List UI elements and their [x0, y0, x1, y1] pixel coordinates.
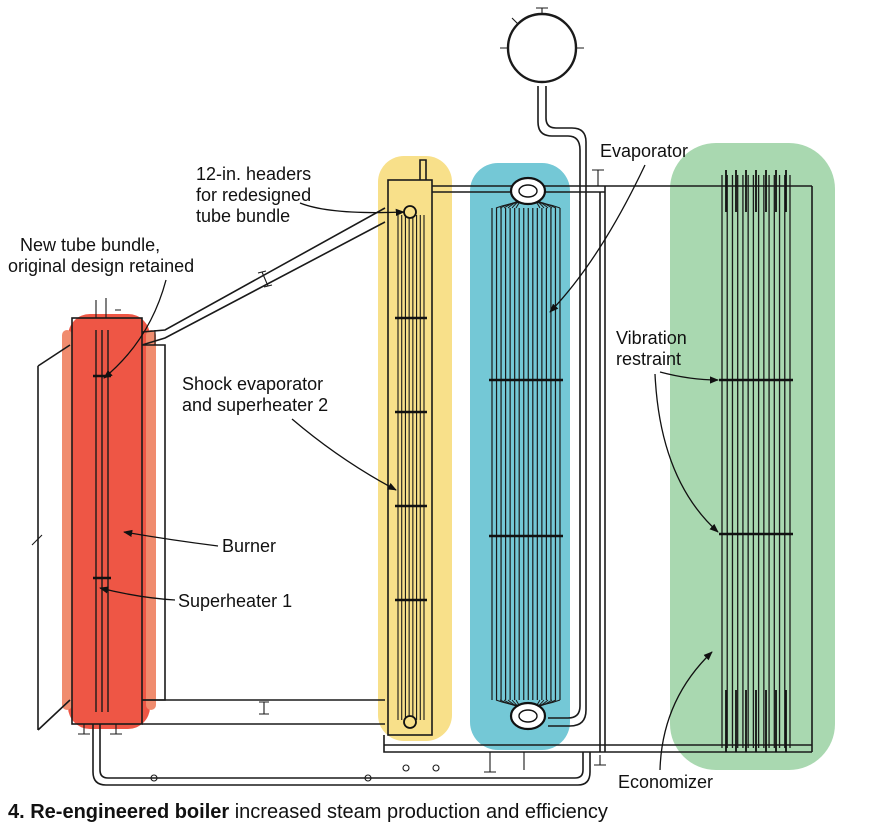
arrow-economizer	[659, 651, 713, 771]
sh1-top-nozzles	[95, 298, 121, 318]
label-economizer-text: Economizer	[618, 772, 713, 792]
top-duct-upper	[141, 207, 386, 333]
bottom-duct	[142, 699, 385, 725]
label-new-bundle-line1: New tube bundle,	[20, 235, 160, 255]
duct-support-1	[257, 270, 273, 288]
shock-tubes	[395, 215, 427, 720]
shock-zone	[378, 156, 452, 741]
label-shock-line1: Shock evaporator	[182, 374, 323, 394]
floor-supports	[484, 752, 606, 773]
arrow-evaporator	[549, 164, 646, 313]
label-vibration-line1: Vibration	[616, 328, 687, 348]
superheater1-zone-edge-left	[62, 330, 72, 710]
evap-top-header-inner	[518, 184, 538, 198]
arrow-shock	[291, 418, 397, 491]
steam-drum-fittings	[500, 7, 584, 49]
figure-caption: 4. Re-engineered boiler increased steam …	[8, 801, 608, 823]
label-vibration-line2: restraint	[616, 349, 681, 369]
shock-bottom-header	[403, 715, 417, 729]
superheater1-tubes	[93, 330, 111, 712]
arrow-vibration-1	[659, 371, 719, 384]
label-new-bundle: New tube bundle, original design retaine…	[8, 235, 194, 379]
caption-rest: increased steam production and efficienc…	[229, 801, 608, 823]
label-vibration: Vibration restraint	[616, 328, 719, 533]
economizer-tubes	[719, 170, 793, 752]
shock-top-header	[403, 205, 417, 219]
pipe-valve-2	[364, 774, 372, 782]
crossover-support	[592, 169, 604, 186]
superheater1-zone-edge-right	[146, 330, 156, 710]
label-headers-line2: for redesigned	[196, 185, 311, 205]
label-evaporator: Evaporator	[549, 141, 688, 313]
label-shock: Shock evaporator and superheater 2	[182, 374, 397, 491]
bottom-pipe-loop-outer	[92, 724, 591, 786]
label-superheater1-text: Superheater 1	[178, 591, 292, 611]
boiler-casing	[31, 7, 813, 786]
shock-zone-fill	[378, 156, 452, 741]
superheater1-zone-fill	[68, 314, 150, 729]
bottom-floor	[383, 735, 812, 753]
evap-top-header	[509, 176, 547, 206]
sh1-bottom-nozzles	[78, 724, 122, 735]
top-duct-lower	[141, 221, 386, 346]
label-burner-text: Burner	[222, 536, 276, 556]
evap-bottom-header	[509, 701, 547, 731]
arrow-new-bundle	[103, 279, 167, 379]
steam-drum	[506, 12, 578, 84]
pipe-valve-1	[150, 774, 158, 782]
arrow-vibration-2	[654, 373, 719, 533]
arrow-burner	[123, 529, 219, 547]
pipe-valve-3	[402, 764, 410, 772]
duct-support-3	[259, 701, 269, 715]
label-burner: Burner	[123, 529, 276, 556]
label-headers-line3: tube bundle	[196, 206, 290, 226]
arrow-headers	[299, 202, 405, 216]
cone-break-mark	[31, 534, 43, 546]
caption-bold: 4. Re-engineered boiler	[8, 801, 229, 823]
economizer-zone-fill	[670, 143, 835, 770]
superheater1-housing	[71, 317, 143, 725]
arrow-superheater1	[99, 586, 176, 601]
label-new-bundle-line2: original design retained	[8, 256, 194, 276]
label-shock-line2: and superheater 2	[182, 395, 328, 415]
burner-inlet-cone	[37, 344, 71, 731]
riser-pipe-inner	[545, 86, 587, 727]
label-headers: 12-in. headers for redesigned tube bundl…	[196, 164, 405, 226]
evaporator-headers	[509, 176, 547, 731]
economizer-zone	[670, 143, 835, 770]
superheater1-zone	[62, 314, 156, 729]
shock-top-nozzle	[419, 159, 427, 180]
evap-bottom-header-inner	[518, 709, 538, 723]
riser-pipe-outer	[537, 86, 581, 719]
bottom-pipe-loop	[99, 724, 584, 779]
shock-housing	[387, 179, 433, 736]
evaporator-zone	[470, 163, 570, 750]
label-superheater1: Superheater 1	[99, 586, 292, 611]
label-economizer: Economizer	[618, 651, 713, 792]
evaporator-zone-fill	[470, 163, 570, 750]
label-evaporator-text: Evaporator	[600, 141, 688, 161]
label-headers-line1: 12-in. headers	[196, 164, 311, 184]
shock-headers	[403, 205, 417, 729]
pipe-valve-4	[432, 764, 440, 772]
